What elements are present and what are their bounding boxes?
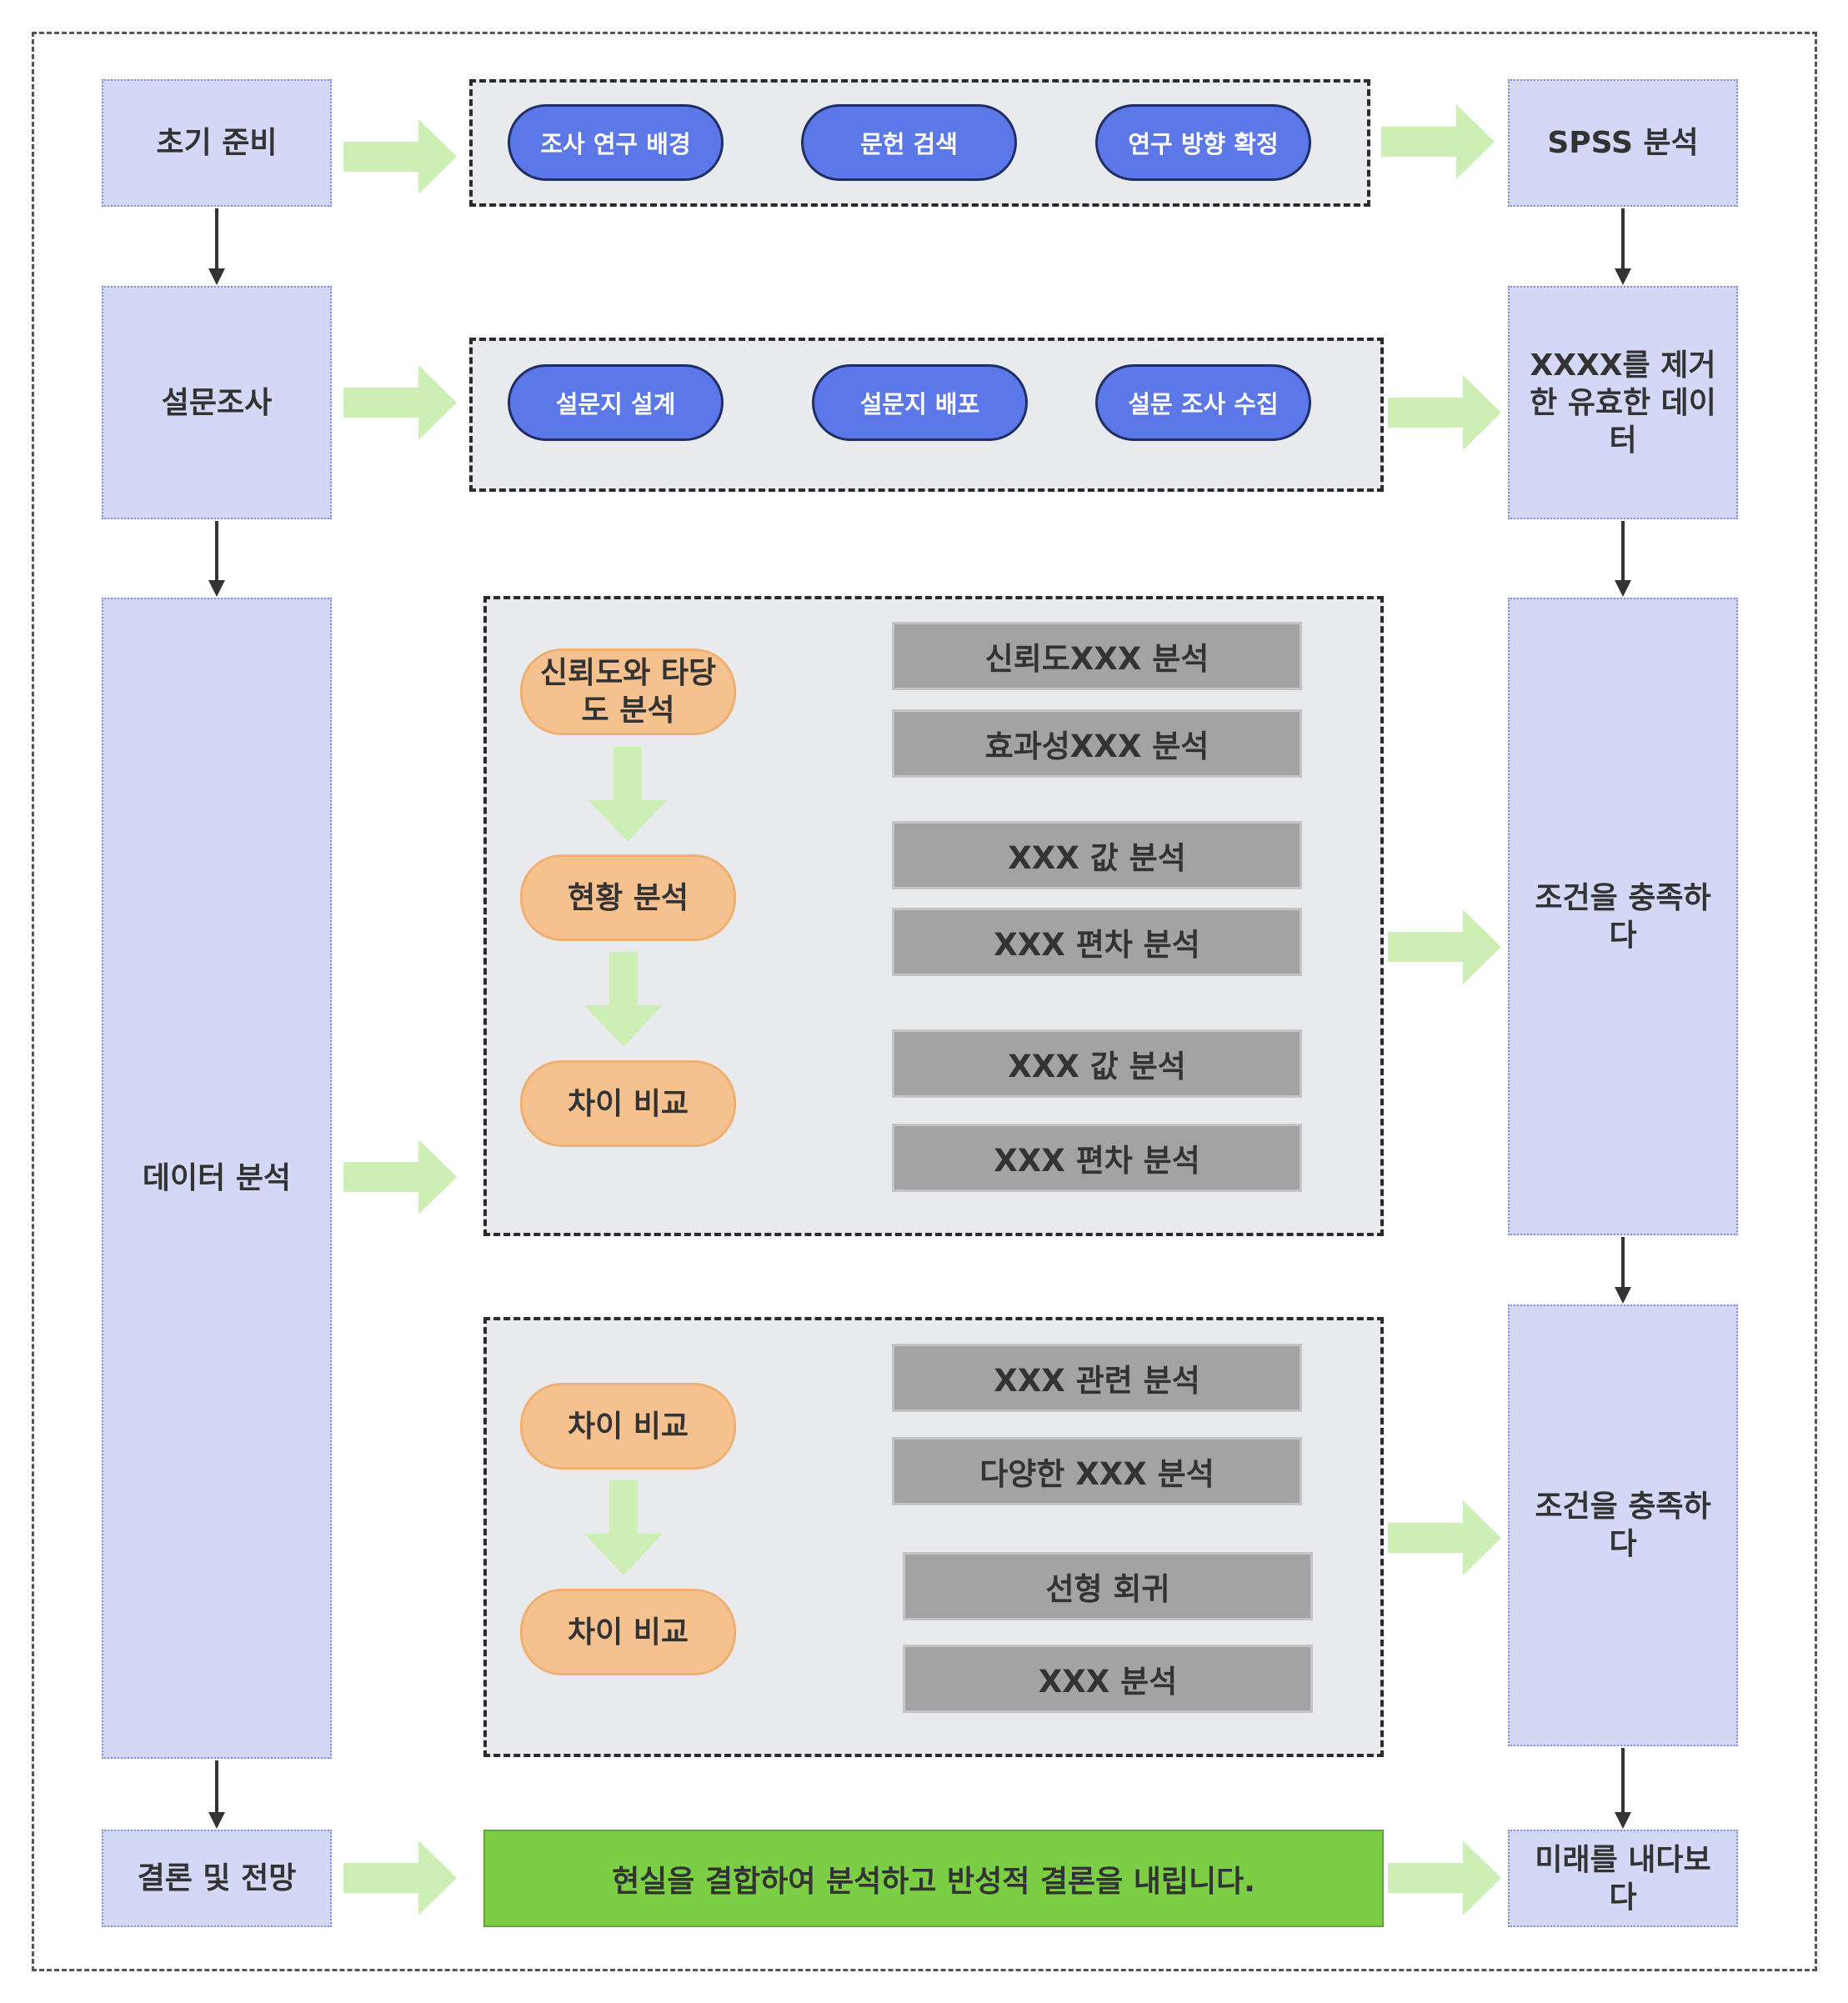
method-xxx: XXX 분석: [903, 1645, 1313, 1713]
outcome-future: 미래를 내다보다: [1508, 1830, 1738, 1927]
flow-difference-compare-2: 차이 비교: [520, 1383, 736, 1470]
conclusion-bar: 현실을 결합하여 분석하고 반성적 결론을 내립니다.: [483, 1830, 1384, 1927]
arrow-right-condition-future: [1615, 1748, 1631, 1829]
arrow-prep-to-group: [343, 119, 457, 194]
arrow-left-analysis-conclusion: [208, 1760, 225, 1829]
arrow-survey-to-group: [343, 365, 457, 440]
prep-item-direction: 연구 방향 확정: [1095, 104, 1311, 181]
arrow-analysis-to-group: [343, 1139, 457, 1214]
survey-item-distribution: 설문지 배포: [812, 364, 1028, 441]
step-survey: 설문조사: [102, 286, 332, 519]
arrow-bar-to-future: [1388, 1840, 1501, 1915]
method-deviation-1: XXX 편차 분석: [892, 908, 1302, 976]
method-effectiveness: 효과성XXX 분석: [892, 709, 1302, 778]
step-prep: 초기 준비: [102, 79, 332, 207]
outcome-spss: SPSS 분석: [1508, 79, 1738, 207]
diagram-frame: [32, 32, 1817, 1971]
prep-item-literature: 문헌 검색: [801, 104, 1017, 181]
method-various: 다양한 XXX 분석: [892, 1437, 1302, 1505]
method-value-1: XXX 값 분석: [892, 821, 1302, 889]
method-reliability: 신뢰도XXX 분석: [892, 622, 1302, 690]
arrow-survey-group-to-data: [1388, 375, 1501, 450]
arrow-right-spss-data: [1615, 208, 1631, 285]
outcome-valid-data: XXXX를 제거한 유효한 데이터: [1508, 286, 1738, 519]
arrow-right-condition-condition: [1615, 1237, 1631, 1304]
arrow-right-data-condition: [1615, 521, 1631, 597]
flow-difference-compare-1: 차이 비교: [520, 1060, 736, 1147]
step-conclusion: 결론 및 전망: [102, 1830, 332, 1927]
survey-item-design: 설문지 설계: [508, 364, 724, 441]
flow-status-analysis: 현황 분석: [520, 854, 736, 941]
arrow-analysis2-to-condition: [1388, 1500, 1501, 1575]
survey-item-collection: 설문 조사 수집: [1095, 364, 1311, 441]
arrow-analysis1-to-condition: [1388, 909, 1501, 984]
prep-item-background: 조사 연구 배경: [508, 104, 724, 181]
outcome-condition-1: 조건을 충족하다: [1508, 598, 1738, 1235]
flow-difference-compare-3: 차이 비교: [520, 1589, 736, 1675]
arrow-flow-4-5: [584, 1480, 663, 1575]
method-correlation: XXX 관련 분석: [892, 1344, 1302, 1412]
outcome-condition-2: 조건을 충족하다: [1508, 1304, 1738, 1746]
step-analysis: 데이터 분석: [102, 598, 332, 1759]
arrow-prep-group-to-spss: [1381, 104, 1495, 179]
arrow-flow-2-3: [584, 952, 663, 1047]
arrow-left-prep-survey: [208, 208, 225, 285]
flow-reliability-validity: 신뢰도와 타당도 분석: [520, 648, 736, 735]
method-deviation-2: XXX 편차 분석: [892, 1124, 1302, 1192]
arrow-flow-1-2: [588, 747, 667, 842]
method-value-2: XXX 값 분석: [892, 1029, 1302, 1098]
method-linear-regression: 선형 회귀: [903, 1552, 1313, 1620]
arrow-left-survey-analysis: [208, 521, 225, 597]
arrow-conclusion-to-bar: [343, 1840, 457, 1915]
